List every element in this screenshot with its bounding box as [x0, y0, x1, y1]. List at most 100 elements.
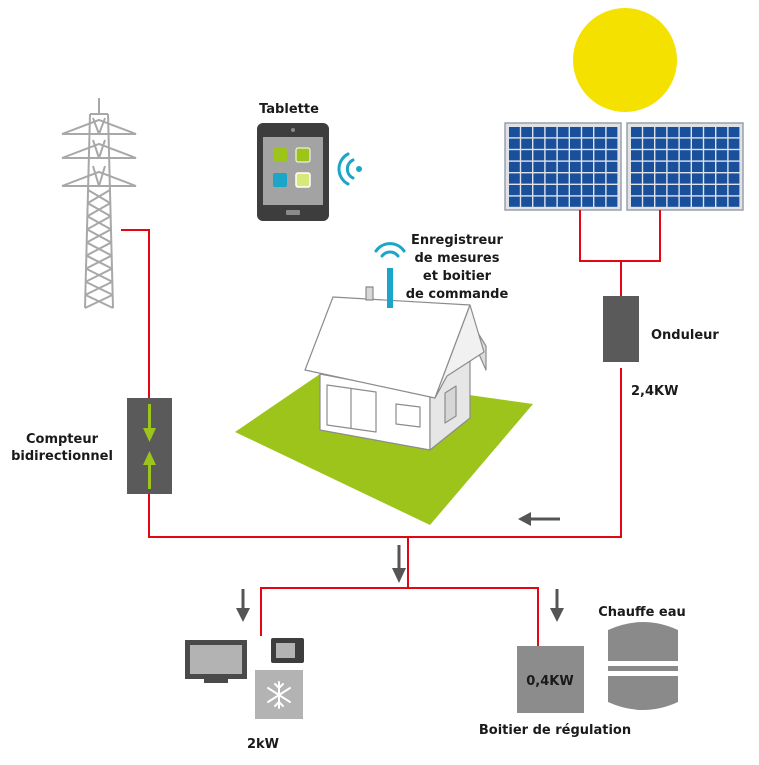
pylon-strut — [98, 139, 106, 159]
solar-cell — [557, 185, 569, 196]
solar-cell — [716, 185, 728, 196]
solar-cell — [509, 173, 520, 184]
solar-cell — [655, 127, 667, 138]
solar-cell — [667, 150, 679, 161]
solar-cell — [643, 196, 654, 207]
solar-cell — [692, 196, 703, 207]
arrow-down-icon — [392, 545, 406, 583]
solar-cell — [582, 173, 593, 184]
solar-cell — [679, 196, 691, 207]
pylon-strut — [92, 165, 100, 187]
solar-cell — [692, 185, 703, 196]
water-heater-icon — [608, 622, 678, 710]
tablet-label: Tablette — [259, 102, 319, 117]
solar-cell — [728, 173, 740, 184]
solar-cell — [643, 127, 654, 138]
solar-cell — [533, 161, 545, 172]
solar-cell — [704, 138, 715, 149]
solar-cell — [582, 150, 593, 161]
solar-cell — [509, 196, 520, 207]
regulation-box — [517, 646, 584, 713]
solar-cell — [545, 173, 557, 184]
solar-cell — [594, 161, 606, 172]
solar-cell — [533, 138, 545, 149]
solar-cell — [655, 185, 667, 196]
solar-cell — [704, 173, 715, 184]
power-pylon — [61, 98, 137, 309]
microwave-icon — [271, 638, 304, 663]
solar-cell — [716, 127, 728, 138]
solar-cell — [655, 161, 667, 172]
solar-cell — [643, 185, 654, 196]
solar-cell — [716, 196, 728, 207]
solar-cell — [545, 196, 557, 207]
solar-cell — [521, 196, 532, 207]
solar-cell — [679, 150, 691, 161]
tablet-app-icon — [295, 172, 311, 188]
solar-cell — [643, 138, 654, 149]
sun — [573, 8, 677, 112]
arrow-down-icon — [550, 589, 564, 622]
solar-cell — [582, 138, 593, 149]
pylon-strut — [87, 189, 111, 204]
arrow-left-icon — [518, 512, 560, 526]
solar-cell — [704, 185, 715, 196]
solar-cell — [594, 173, 606, 184]
solar-cell — [728, 127, 740, 138]
solar-cell — [704, 150, 715, 161]
recorder-antenna — [387, 268, 393, 308]
solar-cell — [509, 127, 520, 138]
solar-cell — [679, 127, 691, 138]
solar-cell — [692, 173, 703, 184]
solar-cell — [557, 196, 569, 207]
solar-cell — [728, 185, 740, 196]
solar-cell — [643, 173, 654, 184]
solar-cell — [631, 127, 642, 138]
solar-cell — [655, 173, 667, 184]
solar-cell — [631, 138, 642, 149]
solar-cell — [728, 138, 740, 149]
solar-cell — [570, 161, 581, 172]
solar-cell — [557, 127, 569, 138]
solar-panel-left — [504, 122, 622, 211]
solar-cell — [704, 127, 715, 138]
pylon-strut — [86, 215, 112, 231]
inverter-box — [603, 296, 639, 362]
meter-label-line2: bidirectionnel — [11, 449, 113, 464]
solar-cell — [716, 150, 728, 161]
pylon-strut — [92, 117, 100, 135]
inverter-power-label: 2,4KW — [631, 384, 678, 399]
solar-cell — [643, 161, 654, 172]
pylon-strut — [84, 293, 114, 309]
solar-cell — [655, 150, 667, 161]
solar-cell — [631, 196, 642, 207]
solar-cell — [631, 161, 642, 172]
solar-cell — [606, 161, 618, 172]
solar-cell — [509, 150, 520, 161]
solar-cell — [692, 150, 703, 161]
bidirectional-meter — [127, 398, 172, 494]
solar-cell — [606, 185, 618, 196]
tablet — [257, 123, 329, 221]
solar-cell — [667, 161, 679, 172]
pylon-strut — [92, 139, 100, 159]
recorder-label-line4: de commande — [406, 287, 509, 302]
solar-cell — [606, 196, 618, 207]
recorder-label-line3: et boitier — [423, 269, 492, 284]
solar-cell — [545, 150, 557, 161]
solar-cell — [594, 150, 606, 161]
solar-cell — [728, 196, 740, 207]
solar-cell — [716, 173, 728, 184]
solar-cell — [570, 173, 581, 184]
solar-cell — [557, 173, 569, 184]
solar-cell — [594, 138, 606, 149]
solar-cell — [533, 196, 545, 207]
solar-cell — [533, 173, 545, 184]
solar-cell — [545, 185, 557, 196]
solar-cell — [533, 127, 545, 138]
solar-cell — [509, 138, 520, 149]
house — [304, 286, 487, 451]
solar-cell — [545, 138, 557, 149]
solar-cell — [521, 127, 532, 138]
solar-cell — [594, 196, 606, 207]
